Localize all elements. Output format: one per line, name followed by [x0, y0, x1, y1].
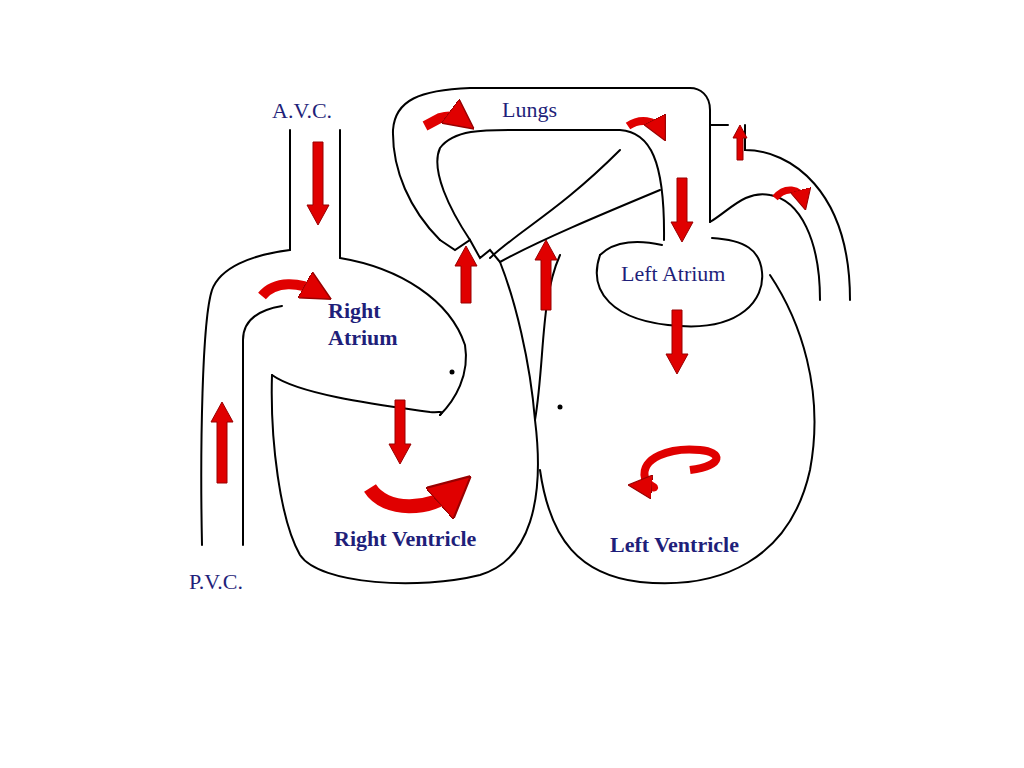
chamber-label: Left Ventricle	[610, 531, 739, 558]
vessel-label: P.V.C.	[189, 568, 243, 595]
organ-label: Lungs	[502, 96, 557, 123]
chamber-label: Right Atrium	[328, 297, 418, 351]
chamber-label: Left Atrium	[621, 260, 725, 287]
chamber-label: Right Ventricle	[334, 525, 476, 552]
vessel-label: A.V.C.	[272, 97, 332, 124]
